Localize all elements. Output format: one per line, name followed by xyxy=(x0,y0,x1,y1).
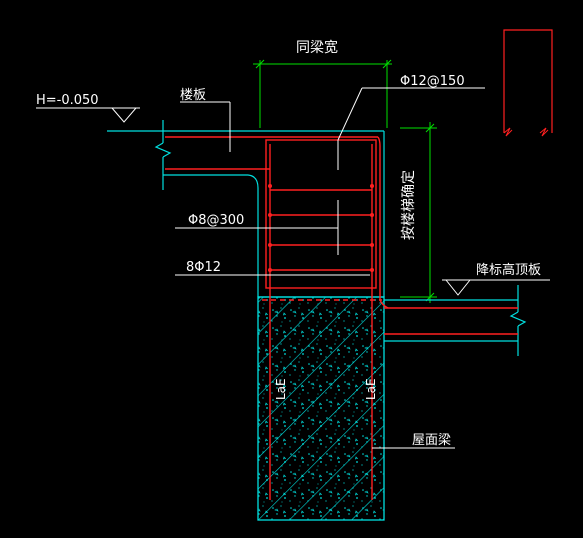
top-beam-label: 屋面梁 xyxy=(412,433,451,448)
floor-slab-label: 楼板 xyxy=(180,88,206,103)
lowered-slab-outline xyxy=(384,285,527,356)
beam-body xyxy=(257,296,385,521)
rebar-cage xyxy=(165,136,518,500)
frame-break-mark-right xyxy=(539,127,549,137)
height-dimension xyxy=(400,122,437,303)
lowered-slab-label: 降标高顶板 xyxy=(476,262,541,278)
floor-slab-outline xyxy=(107,120,385,297)
elevation-marker xyxy=(36,107,140,123)
elevation-label: H=-0.050 xyxy=(36,93,99,108)
side-rebar-label: 8Φ12 xyxy=(186,260,221,275)
frame-outline xyxy=(503,29,553,133)
frame-break-mark xyxy=(503,127,513,137)
anchor-right-label: LaE xyxy=(364,378,378,400)
lowered-elevation-marker xyxy=(442,279,550,296)
width-dimension xyxy=(253,59,392,128)
width-note-label: 同梁宽 xyxy=(296,39,338,56)
leader-lines xyxy=(175,87,485,449)
anchor-left-label: LaE xyxy=(274,378,288,400)
stirrup-label: Φ8@300 xyxy=(188,213,244,228)
height-note-label: 按楼梯确定 xyxy=(401,170,417,240)
rebar-dots xyxy=(268,184,374,272)
top-rebar-label: Φ12@150 xyxy=(400,74,465,89)
